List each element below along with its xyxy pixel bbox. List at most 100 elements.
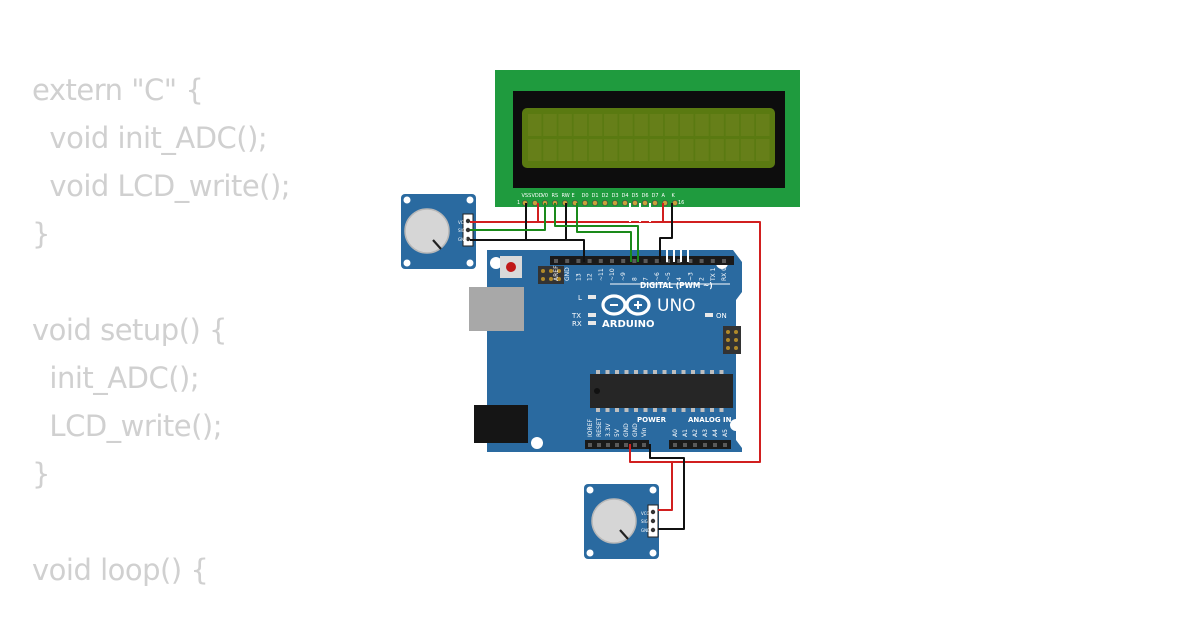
digital-pin[interactable]: [621, 259, 626, 263]
digital-pin[interactable]: [699, 259, 704, 263]
digital-pin-holes: [554, 259, 726, 263]
digital-pin-label: ~5: [665, 272, 672, 281]
analog-pin[interactable]: [693, 443, 697, 447]
mounting-hole: [531, 437, 543, 449]
digital-pin[interactable]: [722, 259, 726, 263]
digital-pin-label: TX 1: [710, 267, 717, 282]
lcd-pin[interactable]: [582, 200, 588, 206]
digital-header[interactable]: [550, 256, 734, 265]
svg-text:L: L: [578, 294, 582, 302]
status-leds: L TX RX ON: [571, 294, 727, 328]
lcd-char-cell: [695, 139, 709, 161]
analog-header[interactable]: [669, 440, 731, 449]
lcd-char-cell: [528, 139, 542, 161]
potentiometer-knob[interactable]: [591, 498, 637, 544]
digital-pin-label: ~3: [687, 272, 694, 281]
chip-leg: [662, 408, 667, 412]
svg-text:VCC: VCC: [641, 511, 650, 516]
digital-pin[interactable]: [710, 259, 715, 263]
analog-pin[interactable]: [683, 443, 687, 447]
digital-pin[interactable]: [565, 259, 570, 263]
lcd-pin-label: D3: [612, 193, 619, 199]
icsp-header-right: [723, 326, 741, 354]
lcd-pin[interactable]: [612, 200, 618, 206]
digital-header-label: DIGITAL (PWM ~): [640, 281, 713, 290]
usb-connector: [469, 287, 524, 331]
chip-leg: [719, 408, 724, 412]
power-pin[interactable]: [615, 443, 619, 447]
analog-pin[interactable]: [703, 443, 707, 447]
lcd-pin[interactable]: [592, 200, 598, 206]
potentiometer-knob[interactable]: [404, 208, 450, 254]
power-pin[interactable]: [633, 443, 637, 447]
power-pin[interactable]: [588, 443, 592, 447]
lcd-pin[interactable]: [602, 200, 608, 206]
wire-signal: [576, 203, 632, 262]
lcd-pin-number-left: 1: [517, 200, 520, 206]
potentiometer-top[interactable]: VCC SIG GND: [401, 194, 476, 269]
chip-leg: [596, 408, 600, 412]
digital-pin[interactable]: [576, 259, 581, 263]
power-pin[interactable]: [642, 443, 646, 447]
lcd-pin[interactable]: [672, 200, 678, 206]
lcd-pin[interactable]: [532, 200, 538, 206]
digital-pin[interactable]: [677, 259, 682, 263]
digital-pin[interactable]: [610, 259, 614, 263]
potentiometer-bottom[interactable]: VCC SIG GND: [584, 484, 659, 559]
wire-signal: [554, 203, 639, 262]
code-line: LCD_write();: [32, 409, 222, 443]
lcd-char-cell: [604, 139, 618, 161]
chip-leg: [634, 370, 638, 374]
power-pin[interactable]: [606, 443, 610, 447]
power-header-label: POWER: [637, 416, 667, 424]
lcd-char-cell: [558, 114, 572, 136]
svg-text:GND: GND: [458, 237, 467, 242]
chip-leg: [700, 408, 705, 412]
svg-text:SIG: SIG: [641, 519, 648, 524]
svg-text:TX: TX: [571, 312, 581, 320]
lcd-pin[interactable]: [622, 200, 628, 206]
analog-pin[interactable]: [723, 443, 727, 447]
power-pin-holes: [588, 443, 646, 447]
lcd-pin-label: D6: [642, 193, 649, 199]
digital-pin[interactable]: [554, 259, 558, 263]
digital-pin-label: ~9: [620, 272, 627, 281]
lcd-pin-label: RS: [552, 193, 559, 199]
lcd-pin[interactable]: [652, 200, 658, 206]
digital-pin[interactable]: [587, 259, 592, 263]
lcd-char-cell: [680, 139, 694, 161]
analog-pin-label: A4: [712, 429, 719, 437]
digital-pin[interactable]: [598, 259, 603, 263]
code-line: void loop() {: [32, 553, 209, 587]
code-line: void LCD_write();: [32, 169, 291, 203]
wire-ground: [526, 239, 585, 262]
analog-header-label: ANALOG IN: [688, 416, 732, 424]
chip-leg: [643, 408, 648, 412]
lcd-pin[interactable]: [642, 200, 648, 206]
digital-pin[interactable]: [688, 259, 693, 263]
lcd-char-cell: [664, 114, 679, 136]
chip-leg: [681, 370, 686, 374]
power-pin[interactable]: [597, 443, 601, 447]
chip-leg: [605, 370, 610, 374]
lcd-char-cell: [543, 139, 557, 161]
digital-pin[interactable]: [643, 259, 648, 263]
lcd-char-cell: [695, 114, 709, 136]
lcd-char-cell: [558, 139, 572, 161]
analog-pin[interactable]: [713, 443, 717, 447]
power-pin-label: 3.3V: [605, 422, 612, 437]
lcd-char-cell: [740, 139, 755, 161]
svg-text:VCC: VCC: [458, 220, 467, 225]
power-pin[interactable]: [624, 443, 628, 447]
digital-pin[interactable]: [654, 259, 659, 263]
lcd-pin[interactable]: [632, 200, 638, 206]
digital-pin[interactable]: [632, 259, 637, 263]
power-pin-label: 5V: [614, 428, 621, 437]
lcd-character-grid: [528, 114, 770, 161]
analog-pin[interactable]: [673, 443, 677, 447]
chip-leg: [653, 370, 657, 374]
chip-leg: [681, 408, 686, 412]
